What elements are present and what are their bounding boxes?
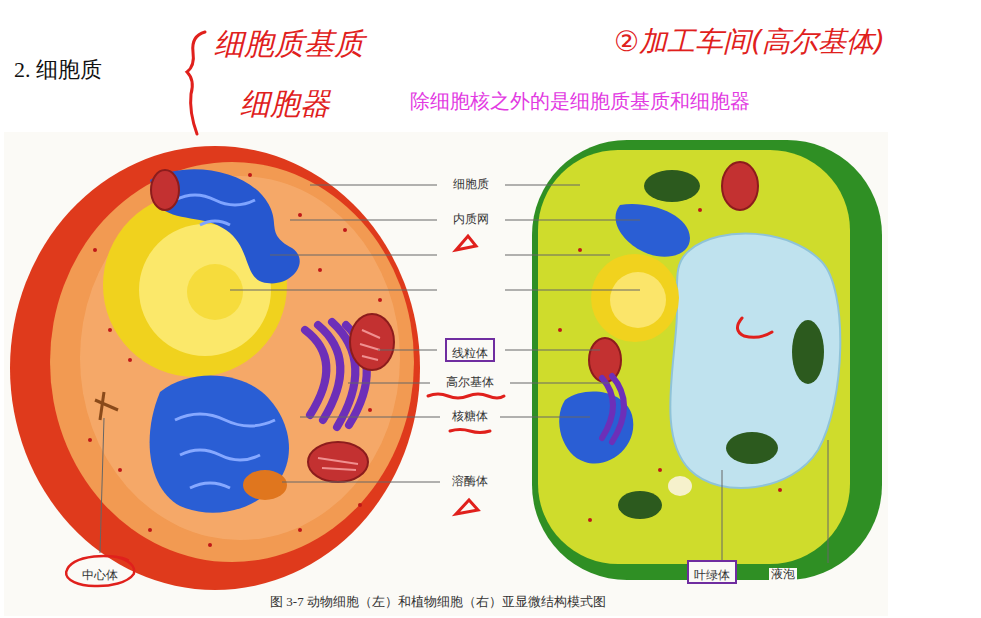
part-label: 线粒体: [452, 347, 488, 361]
part-label: 高尔基体: [444, 376, 496, 390]
boxed-label: 叶绿体: [687, 560, 737, 584]
figure-ground: [4, 132, 888, 616]
part-label: 液泡: [769, 568, 797, 582]
part-label: 溶酶体: [450, 475, 490, 489]
part-label: 内质网: [451, 213, 491, 227]
part-label: 核糖体: [450, 410, 490, 424]
figure-caption: 图 3-7 动物细胞（左）和植物细胞（右）亚显微结构模式图: [270, 595, 606, 610]
hand-note: 细胞质基质: [212, 27, 366, 62]
hand-marks: [187, 32, 772, 514]
hand-note: 细胞器: [238, 87, 332, 122]
animal-cell: [10, 146, 420, 590]
leader-lines: [100, 185, 828, 563]
boxed-label: 线粒体: [445, 338, 495, 362]
hand-circle: [66, 556, 134, 586]
part-label: 细胞质: [451, 178, 491, 192]
part-label: 中心体: [82, 569, 118, 583]
section-title: 2. 细胞质: [14, 57, 102, 82]
plant-cell: [532, 140, 882, 580]
circled-label: 中心体: [64, 553, 136, 591]
hand-note: ②加工车间(高尔基体): [612, 26, 887, 58]
part-label: 叶绿体: [694, 569, 730, 583]
annotation-note: 除细胞核之外的是细胞质基质和细胞器: [408, 90, 752, 113]
